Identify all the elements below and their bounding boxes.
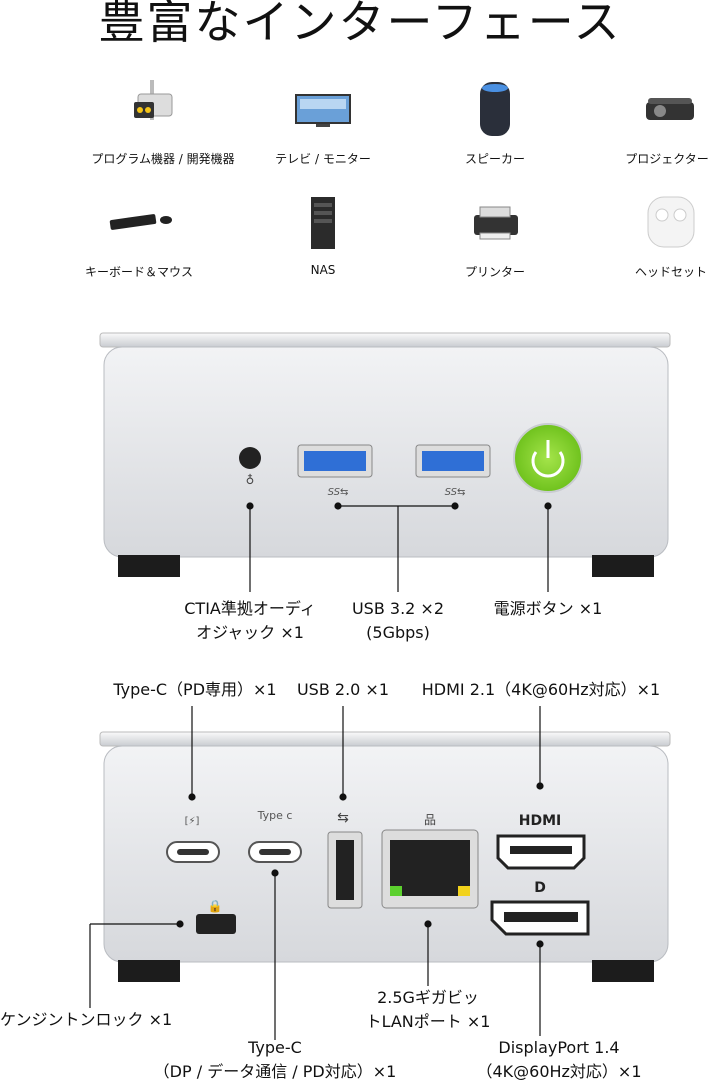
svg-text:D: D [534, 880, 546, 896]
callout-dp-line1: DisplayPort 1.4 [498, 1038, 620, 1057]
typec-pd-port: [⚡] [166, 816, 220, 863]
kensington-lock: 🔒 [196, 899, 236, 934]
printer-icon [474, 206, 518, 240]
usb32-port-1: SS⇆ [297, 444, 373, 498]
keyboard-mouse-icon [109, 214, 172, 230]
hdmi-port: HDMI [496, 813, 586, 870]
camera-icon [134, 80, 173, 120]
device-label: プロジェクター [625, 152, 709, 166]
speaker-icon [480, 82, 510, 136]
svg-text:SS⇆: SS⇆ [445, 487, 466, 498]
tv-icon [295, 94, 351, 127]
callout-usb32: USB 3.2 ×2 (5Gbps) [328, 597, 468, 645]
typec-dp-port [248, 841, 302, 863]
device-label: スピーカー [464, 152, 525, 166]
callout-lan-line1: 2.5Gギガビッ [377, 988, 479, 1007]
callout-typec-pd: Type-C（PD専用）×1 [113, 680, 277, 699]
callout-usb32-line2: (5Gbps) [366, 623, 430, 642]
callout-typec-dp: Type-C （DP / データ通信 / PD対応）×1 [140, 1036, 410, 1084]
callout-hdmi: HDMI 2.1（4K@60Hz対応）×1 [421, 680, 661, 699]
svg-text:品: 品 [424, 813, 436, 827]
displayport-port: D [490, 880, 590, 936]
rear-panel: [⚡] ⇆ 品 HDMI D [89, 706, 671, 1040]
callout-audio-line2: オジャック ×1 [196, 623, 304, 642]
nas-icon [311, 197, 335, 249]
callout-usb20: USB 2.0 ×1 [296, 680, 390, 699]
device-label: テレビ / モニター [275, 152, 371, 166]
typec-port-label: Type c [257, 809, 293, 822]
usb32-port-2: SS⇆ [415, 444, 491, 498]
device-label: プログラム機器 / 開発機器 [91, 152, 235, 166]
device-label: キーボード＆マウス [84, 265, 193, 279]
svg-text:♁: ♁ [246, 473, 255, 487]
hdmi-logo: HDMI [519, 813, 561, 829]
headset-icon [647, 196, 695, 248]
page-title: 豊富なインターフェース [98, 0, 622, 49]
usb20-port: ⇆ [327, 810, 363, 909]
callout-lan-line2: トLANポート ×1 [365, 1012, 491, 1031]
svg-text:⇆: ⇆ [337, 810, 349, 826]
front-panel: ♁ SS⇆ SS⇆ [99, 332, 671, 592]
projector-icon [646, 98, 694, 120]
svg-text:🔒: 🔒 [208, 899, 223, 913]
callout-kensington: ケンジントンロック ×1 [0, 1010, 173, 1029]
callout-usb32-line1: USB 3.2 ×2 [351, 599, 445, 618]
device-label: NAS [310, 263, 336, 277]
device-label: プリンター [464, 265, 525, 279]
callout-typec-dp-line1: Type-C [248, 1038, 302, 1057]
callout-lan: 2.5Gギガビッ トLANポート ×1 [358, 986, 498, 1034]
lan-port: 品 [381, 813, 479, 909]
device-label: ヘッドセット [634, 265, 707, 279]
callout-power-button: 電源ボタン ×1 [493, 599, 603, 618]
callout-audio-line1: CTIA準拠オーディ [184, 599, 316, 618]
svg-text:[⚡]: [⚡] [185, 816, 200, 827]
power-button [513, 423, 583, 493]
callout-dp-line2: （4K@60Hz対応）×1 [476, 1062, 642, 1081]
audio-jack: ♁ [239, 447, 261, 487]
svg-text:SS⇆: SS⇆ [328, 487, 349, 498]
callout-displayport: DisplayPort 1.4 （4K@60Hz対応）×1 [464, 1036, 654, 1084]
callout-typec-dp-line2: （DP / データ通信 / PD対応）×1 [153, 1062, 397, 1081]
callout-audio-jack: CTIA準拠オーディ オジャック ×1 [160, 597, 340, 645]
